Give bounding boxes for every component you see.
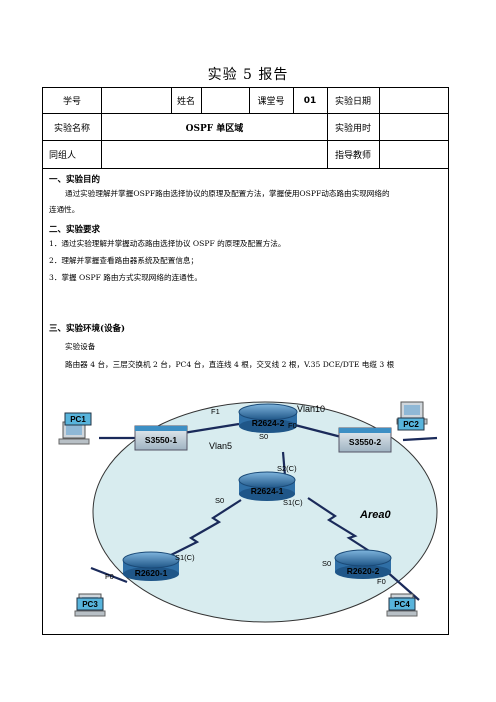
- port-s0-right-label: S0: [322, 559, 331, 568]
- pc4-icon[interactable]: PC4: [386, 593, 418, 617]
- router-r2620-2-icon[interactable]: R2620-2: [334, 549, 392, 579]
- network-topology-diagram: Area0 PC1 PC2: [58, 401, 438, 623]
- r2624-1-label: R2624-1: [251, 486, 284, 496]
- name-value[interactable]: [201, 88, 249, 113]
- router-r2620-1-icon[interactable]: R2620-1: [122, 551, 180, 581]
- table-row-divider: [43, 168, 448, 169]
- port-f1-label: F1: [211, 407, 220, 416]
- port-s2c-label: S2(C): [277, 464, 297, 473]
- pc2-icon[interactable]: PC2: [396, 401, 428, 431]
- page-title: 实验 5 报告: [207, 67, 289, 83]
- exp-name-value: OSPF 单区域: [185, 123, 244, 134]
- purpose-heading: 一、实验目的: [49, 175, 101, 185]
- name-label: 姓名: [176, 97, 195, 107]
- port-s1c-left-label: S1(C): [175, 553, 195, 562]
- vlan5-label: Vlan5: [209, 441, 232, 451]
- r2620-1-label: R2620-1: [135, 568, 168, 578]
- time-label: 实验用时: [334, 123, 371, 134]
- report-frame: 学号 姓名 课堂号 01 实验日期 实验名称 OSPF 单区域 实验用时 同组人…: [42, 87, 449, 635]
- r2620-2-label: R2620-2: [347, 566, 380, 576]
- link-2624-2-2624-1: [281, 451, 287, 477]
- date-value[interactable]: [380, 88, 448, 113]
- pc4-label: PC4: [394, 600, 410, 609]
- link-2624-1-2620-1: [164, 499, 242, 559]
- requirement-item: 1．通过实验理解并掌握动态路由选择协议 OSPF 的原理及配置方法。: [49, 239, 286, 248]
- link-switch2-pc2: [402, 436, 438, 442]
- vlan10-label: Vlan10: [297, 404, 325, 414]
- table-col-divider: [101, 88, 102, 168]
- requirement-item: 2．理解并掌握查看路由器系统及配置信息；: [49, 256, 199, 265]
- r2624-2-label: R2624-2: [252, 418, 285, 428]
- port-f0-right-label: F0: [377, 577, 386, 586]
- pc3-icon[interactable]: PC3: [74, 593, 106, 617]
- pc1-icon[interactable]: PC1: [58, 412, 92, 445]
- router-r2624-2-icon[interactable]: R2624-2: [238, 403, 298, 433]
- table-col-divider: [327, 88, 328, 168]
- environment-sub: 实验设备: [65, 342, 96, 351]
- link-2624-1-2620-2: [307, 497, 378, 557]
- pc1-label: PC1: [70, 415, 86, 424]
- router-r2624-1-icon[interactable]: R2624-1: [238, 471, 296, 501]
- date-label: 实验日期: [334, 97, 371, 107]
- exp-name-label: 实验名称: [53, 123, 90, 134]
- pc3-label: PC3: [82, 600, 98, 609]
- port-s0-left-label: S0: [215, 496, 224, 505]
- pc2-label: PC2: [403, 420, 419, 429]
- requirements-heading: 二、实验要求: [49, 225, 101, 235]
- table-col-divider: [249, 88, 250, 113]
- environment-heading: 三、实验环境(设备): [49, 324, 126, 334]
- course-no-value: 01: [303, 95, 317, 106]
- port-s0-top-label: S0: [259, 432, 268, 441]
- purpose-text-line1: 通过实验理解并掌握OSPF路由选择协议的原理及配置方法，掌握使用OSPF动态路由…: [65, 189, 390, 198]
- port-f0-top-label: F0: [288, 421, 297, 430]
- teacher-label: 指导教师: [334, 151, 371, 161]
- environment-devices: 路由器 4 台，三层交换机 2 台，PC4 台，直连线 4 根，交叉线 2 根，…: [65, 360, 395, 369]
- student-id-value[interactable]: [102, 88, 171, 113]
- teacher-value[interactable]: [380, 141, 448, 168]
- port-f0-left-label: F0: [105, 572, 114, 581]
- group-label: 同组人: [49, 151, 77, 161]
- table-col-divider: [171, 88, 172, 113]
- course-no-label: 课堂号: [257, 97, 285, 107]
- link-pc3-router2620-1: [90, 566, 128, 584]
- table-row-divider: [43, 113, 448, 114]
- table-col-divider: [293, 88, 294, 113]
- group-value[interactable]: [102, 141, 327, 168]
- port-s1c-right-label: S1(C): [283, 498, 303, 507]
- area-label: Area0: [359, 509, 391, 521]
- student-id-label: 学号: [62, 97, 81, 107]
- table-col-divider: [379, 88, 380, 168]
- s3550-1-label: S3550-1: [145, 435, 177, 445]
- table-row-divider: [43, 140, 448, 141]
- purpose-text-line2: 连通性。: [49, 205, 80, 214]
- table-col-divider: [201, 88, 202, 113]
- switch-s3550-1-icon[interactable]: S3550-1: [134, 425, 188, 451]
- switch-s3550-2-icon[interactable]: S3550-2: [338, 427, 392, 453]
- s3550-2-label: S3550-2: [349, 437, 381, 447]
- requirement-item: 3．掌握 OSPF 路由方式实现网络的连通性。: [49, 273, 202, 282]
- time-value[interactable]: [380, 114, 448, 140]
